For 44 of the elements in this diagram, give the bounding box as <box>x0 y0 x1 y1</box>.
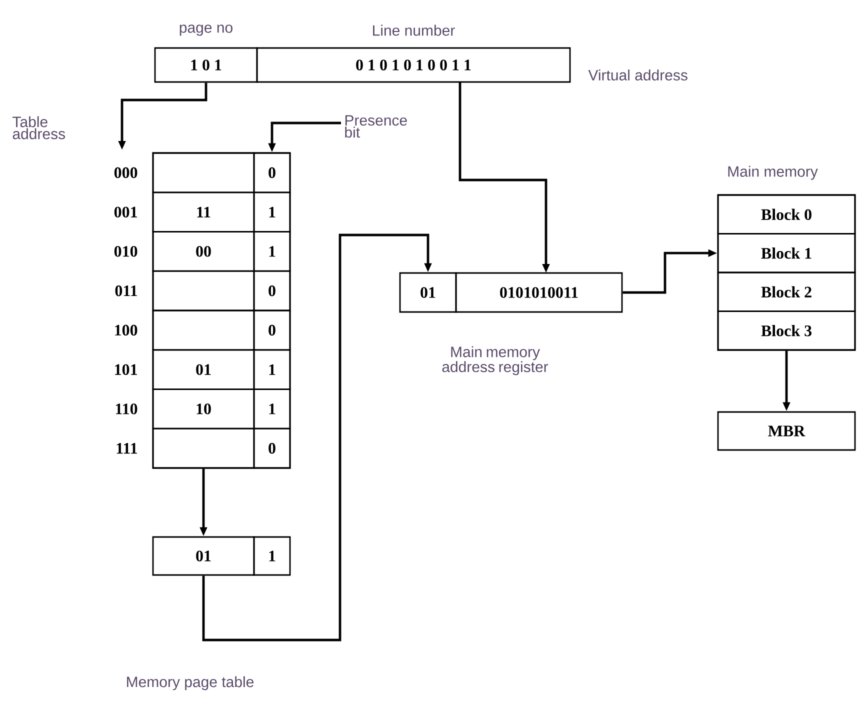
register-cell: 01 <box>152 536 255 576</box>
empty-cell <box>152 310 255 351</box>
caption-text: Table address <box>12 116 65 140</box>
row-address: 111 <box>116 443 137 454</box>
row-address: 010 <box>114 246 138 257</box>
register-cell: 00 <box>152 231 255 272</box>
row-address: 101 <box>115 364 137 375</box>
register-cell: 0101010011 <box>455 272 623 313</box>
register-cell: MBR <box>717 411 856 451</box>
caption-text: Virtual address <box>588 70 688 80</box>
row-address: 100 <box>115 324 138 336</box>
row-address: 001 <box>114 206 137 218</box>
register-cell: 01 <box>152 349 255 390</box>
heading: Line number <box>373 24 455 36</box>
register-cell: 1 <box>253 349 291 390</box>
empty-cell <box>152 270 255 312</box>
empty-cell <box>152 428 255 469</box>
register-cell: 1 <box>253 536 291 576</box>
annotation-text: Presence bit <box>345 115 407 138</box>
register-cell: 1 <box>253 192 291 232</box>
register-cell: Block 0 <box>717 194 856 234</box>
register-cell: 01 <box>399 272 457 313</box>
register-cell: 0 <box>253 310 291 351</box>
row-address: 000 <box>114 167 138 178</box>
register-cell: Block 3 <box>717 310 856 351</box>
empty-cell <box>152 152 255 194</box>
register-cell: Block 2 <box>717 272 856 312</box>
arrow <box>202 234 432 642</box>
register-cell: 0 <box>253 152 291 194</box>
caption-text: Memory page table <box>127 676 254 690</box>
heading: page no <box>180 24 232 36</box>
register-cell: Block 1 <box>717 233 856 274</box>
heading: Main memory <box>728 166 818 180</box>
register-cell: 11 <box>152 192 255 232</box>
row-address: 110 <box>116 404 138 414</box>
row-address: 011 <box>115 285 137 296</box>
register-cell: 10 <box>152 388 255 430</box>
caption-text: Main memory address register <box>442 346 548 376</box>
register-cell: 0 <box>253 428 291 469</box>
register-cell: 1 <box>253 388 291 430</box>
register-cell: 0 1 0 1 0 1 0 0 1 1 <box>256 47 571 83</box>
register-cell: 1 <box>253 231 291 272</box>
register-cell: 1 0 1 <box>154 47 258 83</box>
register-cell: 0 <box>253 270 291 312</box>
